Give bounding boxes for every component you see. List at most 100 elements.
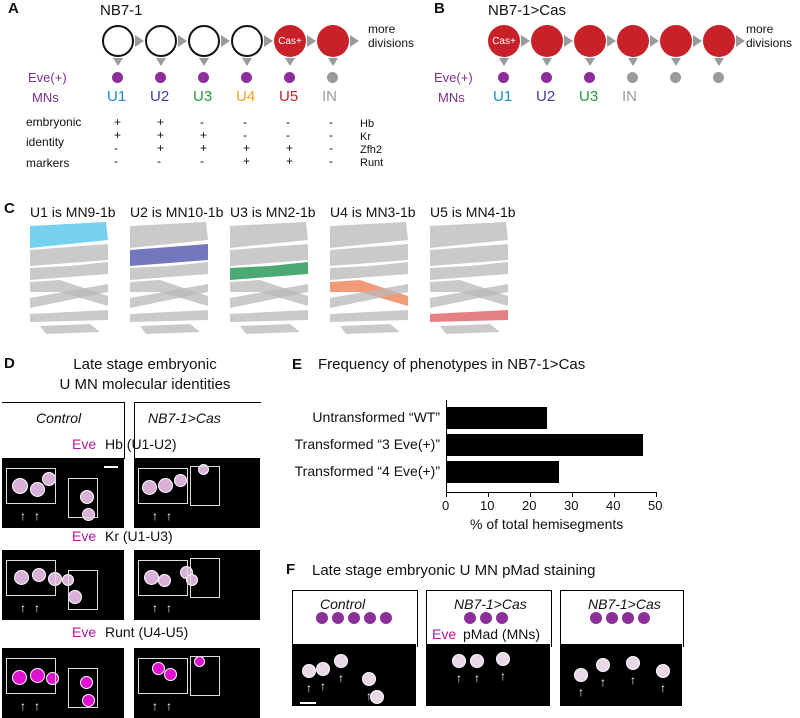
arrow-icon: ↑ [456, 671, 462, 685]
muscle-shape [330, 222, 408, 248]
marker-label: Hb (U1-U2) [105, 436, 177, 452]
neuron-cell [302, 664, 316, 678]
scale-bar [300, 702, 316, 704]
eve-neuron-dot [332, 612, 344, 624]
marker-value: + [243, 154, 251, 168]
marker-value: - [200, 154, 204, 168]
neuron-dot [241, 72, 252, 83]
marker-value: - [200, 115, 204, 129]
neuron-cell [362, 672, 376, 686]
division-arrow-right [693, 35, 702, 47]
muscle-map [130, 222, 208, 334]
panel-b-eve-label: Eve(+) [434, 70, 473, 85]
neuron-cell [30, 668, 45, 683]
lineage-cell [188, 25, 220, 57]
muscle-shape [130, 284, 208, 308]
inset-box [68, 478, 98, 518]
marker-value: - [286, 115, 290, 129]
cas-micrograph: ↑↑ [134, 550, 260, 620]
arrow-icon: ↑ [166, 509, 172, 523]
neuron-cell [12, 670, 27, 685]
marker-value: + [286, 141, 294, 155]
x-tick [656, 492, 657, 497]
marker-label: Kr (U1-U3) [105, 528, 173, 544]
neuron-dot [198, 72, 209, 83]
muscle-shape [330, 244, 408, 266]
marker-value: - [329, 141, 333, 155]
control-label: Control [36, 410, 82, 426]
marker-value: + [114, 115, 122, 129]
muscle-shape [130, 310, 208, 322]
marker-value: + [200, 141, 208, 155]
neuron-label-u4: U4 [236, 88, 256, 105]
panel-a-eve-label: Eve(+) [28, 70, 67, 85]
neuron-cell [12, 478, 28, 494]
bar [446, 434, 644, 456]
panel-a-more-divisions: more divisions [368, 22, 415, 50]
muscle-shape [430, 262, 508, 280]
muscle-shape [430, 244, 508, 266]
neuron-label-u5: U5 [279, 88, 299, 105]
x-tick-label: 40 [606, 498, 621, 513]
muscle-map [430, 222, 508, 334]
marker-name-zfh2: Zfh2 [360, 144, 383, 156]
division-arrow-right [650, 35, 659, 47]
panel-c-letter: C [4, 200, 15, 217]
neuron-dot [498, 72, 509, 83]
division-arrow-right [307, 35, 316, 47]
pmad-micrograph: ↑↑↑ [426, 644, 550, 706]
inset-box [68, 668, 98, 708]
category-label: Transformed “4 Eve(+)” [294, 463, 440, 479]
marker-name-runt: Runt [360, 157, 384, 169]
division-arrow-down [156, 58, 166, 66]
muscle-shape [430, 222, 508, 248]
muscle-shape [230, 244, 308, 266]
marker-value: - [329, 115, 333, 129]
x-tick [530, 492, 531, 497]
scale-bar [104, 466, 118, 468]
division-arrow-right [264, 35, 273, 47]
x-tick-label: 30 [564, 498, 579, 513]
panel-b-mns-label: MNs [438, 90, 465, 105]
arrow-icon: ↑ [34, 601, 40, 615]
division-arrow-down [242, 58, 252, 66]
neuron-dot [155, 72, 166, 83]
division-arrow-down [585, 58, 595, 66]
control-header-bracket [2, 402, 125, 459]
muscle-shape [440, 324, 500, 334]
panel-f-title: Late stage embryonic U MN pMad staining [312, 562, 596, 579]
panel-d-title-line1: Late stage embryonic [73, 356, 217, 373]
lineage-cell [145, 25, 177, 57]
cas-label: NB7-1>Cas [148, 410, 221, 426]
division-arrow-down [714, 58, 724, 66]
neuron-label-in: IN [322, 88, 337, 105]
neuron-cell [80, 676, 93, 689]
neuron-dot [541, 72, 552, 83]
division-arrow-down [113, 58, 123, 66]
neuron-cell [334, 654, 348, 668]
arrow-icon: ↑ [578, 685, 584, 699]
panel-e-xlabel: % of total hemisegments [470, 516, 624, 532]
eve-neuron-dot [638, 612, 650, 624]
muscle-shape [230, 284, 308, 308]
eve-neuron-dot [480, 612, 492, 624]
eve-neuron-dot [464, 612, 476, 624]
eve-neuron-dot [622, 612, 634, 624]
marker-value: + [157, 128, 165, 142]
arrow-icon: ↑ [34, 509, 40, 523]
x-axis-line [446, 492, 656, 493]
division-arrow-right [736, 35, 745, 47]
marker-label: Runt (U4-U5) [105, 624, 189, 640]
neuron-cell [596, 658, 610, 672]
inset-box [6, 658, 56, 694]
inset-box [190, 656, 220, 696]
division-arrow-right [350, 35, 359, 47]
neuron-cell [656, 664, 670, 678]
division-arrow-down [542, 58, 552, 66]
panel-label: NB7-1>Cas [588, 596, 661, 612]
muscle-shape [140, 324, 200, 334]
panel-b-letter: B [434, 0, 445, 17]
y-axis-line [446, 400, 447, 492]
neuron-cell [142, 480, 157, 495]
division-arrow-down [199, 58, 209, 66]
